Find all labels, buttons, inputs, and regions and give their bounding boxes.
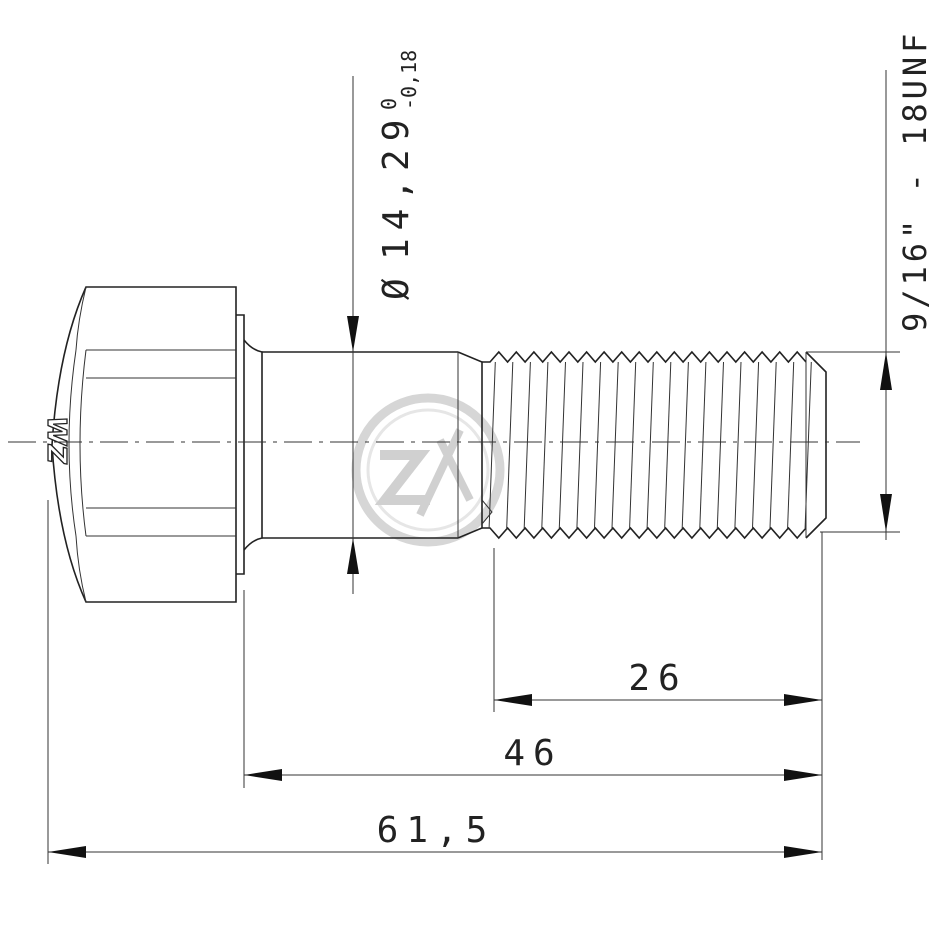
head-logo-mark: WZ (41, 416, 71, 465)
bolt-head: WZ (40, 286, 237, 603)
thread-crest-line (664, 361, 672, 529)
bolt-thread (482, 350, 827, 540)
watermark-logo (351, 393, 505, 547)
thread-crest-line (611, 361, 619, 529)
thread-crest-line (752, 361, 760, 529)
diameter-symbol: Ø (376, 270, 417, 300)
thread-crest-line (646, 361, 654, 529)
thread-crest-line (576, 361, 584, 529)
thread-crest-line (558, 361, 566, 529)
bolt-shank (262, 351, 493, 539)
diameter-value: 14,29 (376, 112, 417, 260)
thread-crest-line (716, 361, 724, 529)
diameter-tolerance-lower: -0,18 (397, 50, 421, 110)
body-length-dimension: 46 (243, 590, 822, 788)
diameter-dimension: Ø 14,29 0 -0,18 (347, 50, 421, 594)
thread-crest-line (769, 361, 777, 529)
thread-crest-line (734, 361, 742, 529)
thread-length-dimension: 26 (493, 532, 823, 860)
diameter-tolerance-upper: 0 (377, 98, 401, 110)
body-length-label: 46 (503, 733, 562, 774)
thread-crest-line (699, 361, 707, 529)
thread-crest-line (681, 361, 689, 529)
thread-crest-line (629, 361, 637, 529)
total-length-dimension: 61,5 (47, 500, 822, 864)
thread-crest-line (787, 361, 795, 529)
total-length-label: 61,5 (377, 810, 496, 851)
thread-spec-label: 9/16" - 18UNF (896, 30, 934, 332)
thread-crest-line (506, 361, 514, 529)
thread-length-label: 26 (628, 658, 687, 699)
thread-crest-line (523, 361, 531, 529)
bolt-collar (236, 314, 263, 575)
thread-spec-dimension: 9/16" - 18UNF (806, 30, 934, 540)
thread-crest-line (541, 361, 549, 529)
thread-crest-line (594, 361, 602, 529)
thread-crest-line (488, 361, 496, 529)
